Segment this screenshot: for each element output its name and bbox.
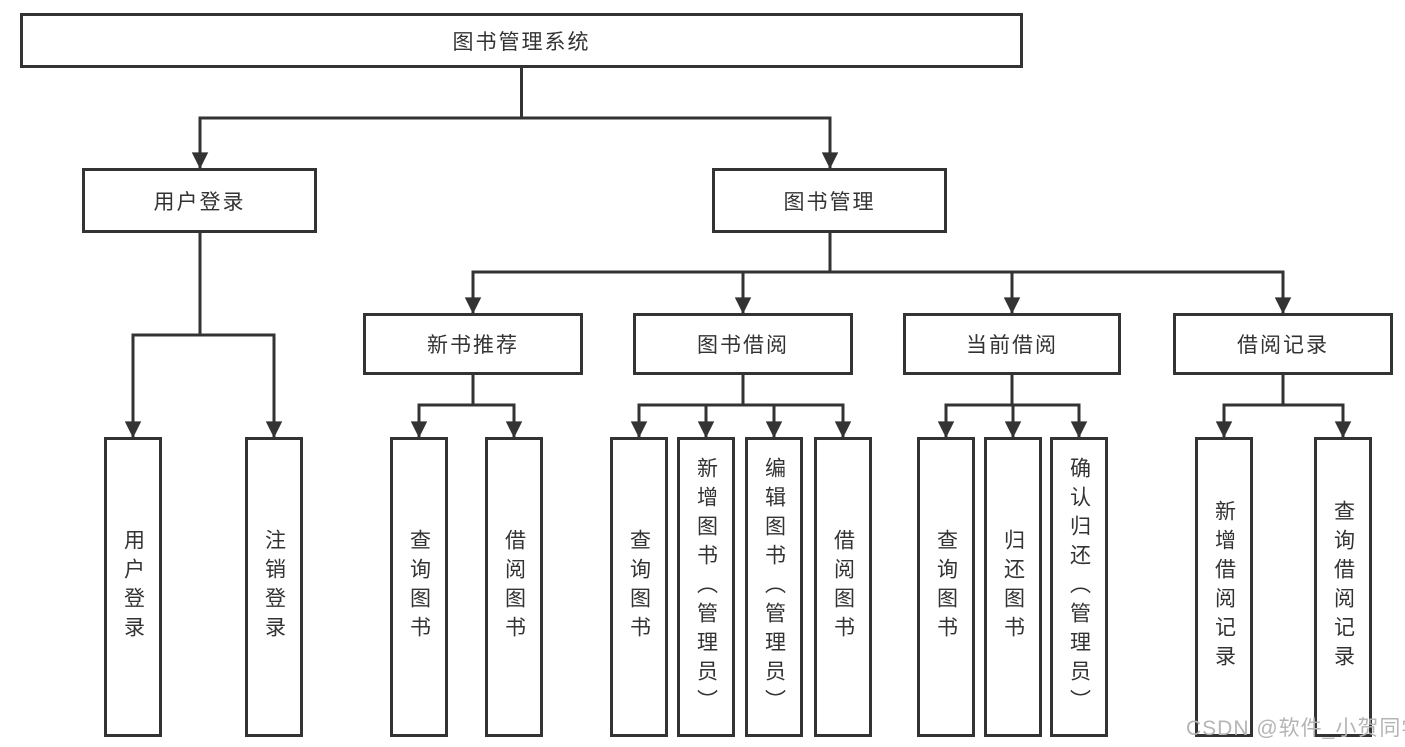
- leaf-borrowing-add-books-admin: 新增图书（管理员）: [677, 437, 735, 737]
- leaf-logout-label: 注销登录: [262, 529, 286, 645]
- node-borrowing-records-label: 借阅记录: [1237, 334, 1329, 357]
- leaf-logout: 注销登录: [245, 437, 303, 737]
- csdn-watermark: CSDN @软件_小贺同学: [1186, 717, 1405, 740]
- leaf-borrowing-edit-books-admin-label: 编辑图书（管理员）: [762, 456, 786, 718]
- leaf-current-return-books-label: 归还图书: [1001, 529, 1025, 645]
- leaf-borrowing-add-books-admin-label: 新增图书（管理员）: [694, 456, 718, 718]
- leaf-recommend-borrow-books-label: 借阅图书: [502, 529, 526, 645]
- leaf-records-query-record-label: 查询借阅记录: [1331, 500, 1355, 674]
- node-new-book-recommend: 新书推荐: [363, 313, 583, 375]
- leaf-borrowing-query-books: 查询图书: [610, 437, 668, 737]
- leaf-recommend-query-books: 查询图书: [390, 437, 448, 737]
- leaf-records-query-record: 查询借阅记录: [1314, 437, 1372, 737]
- node-book-borrowing-label: 图书借阅: [697, 334, 789, 357]
- node-root-system-label: 图书管理系统: [452, 30, 591, 54]
- node-current-borrowing: 当前借阅: [903, 313, 1121, 375]
- leaf-user-login-label: 用户登录: [121, 529, 145, 645]
- leaf-borrowing-query-books-label: 查询图书: [627, 529, 651, 645]
- leaf-current-confirm-return-admin: 确认归还（管理员）: [1050, 437, 1108, 737]
- leaf-recommend-query-books-label: 查询图书: [407, 529, 431, 645]
- leaf-borrowing-borrow-books: 借阅图书: [814, 437, 872, 737]
- leaf-records-add-record: 新增借阅记录: [1195, 437, 1253, 737]
- node-user-login-label: 用户登录: [153, 190, 246, 214]
- node-book-management-label: 图书管理: [783, 190, 876, 214]
- leaf-records-add-record-label: 新增借阅记录: [1212, 500, 1236, 674]
- connector-arrows: [124, 118, 1352, 438]
- node-new-book-recommend-label: 新书推荐: [427, 334, 519, 357]
- leaf-current-query-books-label: 查询图书: [934, 529, 958, 645]
- node-current-borrowing-label: 当前借阅: [966, 334, 1058, 357]
- node-user-login: 用户登录: [82, 168, 317, 233]
- leaf-borrowing-borrow-books-label: 借阅图书: [831, 529, 855, 645]
- leaf-current-confirm-return-admin-label: 确认归还（管理员）: [1067, 456, 1091, 718]
- leaf-borrowing-edit-books-admin: 编辑图书（管理员）: [745, 437, 803, 737]
- leaf-current-return-books: 归还图书: [984, 437, 1042, 737]
- leaf-recommend-borrow-books: 借阅图书: [485, 437, 543, 737]
- node-borrowing-records: 借阅记录: [1173, 313, 1393, 375]
- node-root-system: 图书管理系统: [20, 13, 1023, 68]
- node-book-management: 图书管理: [712, 168, 947, 233]
- leaf-user-login: 用户登录: [104, 437, 162, 737]
- leaf-current-query-books: 查询图书: [917, 437, 975, 737]
- node-book-borrowing: 图书借阅: [633, 313, 853, 375]
